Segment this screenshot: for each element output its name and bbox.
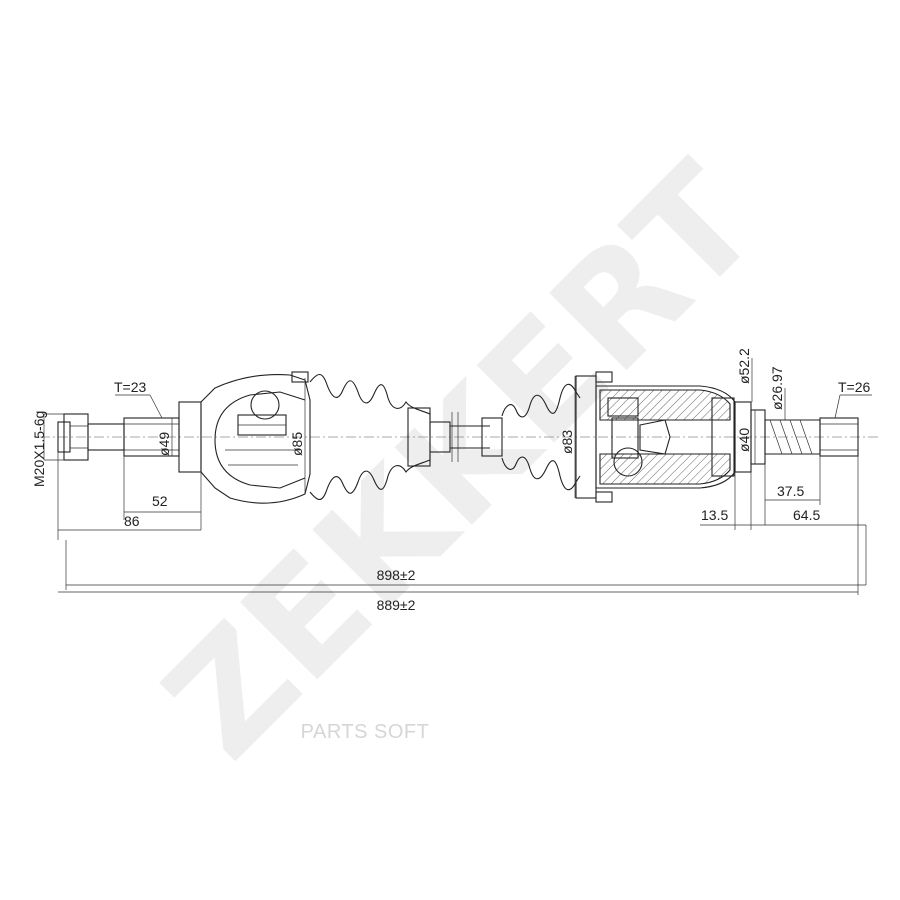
- overall-889-label: 889±2: [377, 597, 416, 613]
- spline-left-label: T=23: [114, 379, 147, 395]
- len-13-5-label: 13.5: [701, 507, 728, 523]
- dia-joint-right-label: ø83: [559, 430, 575, 454]
- len-86-label: 86: [124, 513, 140, 529]
- thread-label: M20X1.5-6g: [31, 411, 47, 487]
- dia-stub-left-label: ø49: [156, 432, 172, 456]
- overall-dimensions: [58, 525, 867, 595]
- spline-right-label: T=26: [838, 379, 871, 395]
- intermediate-shaft: [429, 412, 490, 462]
- dia-spline-label: ø26.97: [769, 366, 785, 410]
- overall-898-label: 898±2: [377, 567, 416, 583]
- dia-journal-label: ø40: [736, 428, 752, 452]
- outer-cv-joint: [200, 371, 311, 504]
- len-52-label: 52: [152, 493, 168, 509]
- left-dimensions: [43, 378, 306, 540]
- dia-joint-left-label: ø85: [289, 432, 305, 456]
- len-37-5-label: 37.5: [777, 483, 804, 499]
- dia-seal-label: ø52.2: [736, 348, 752, 384]
- len-64-5-label: 64.5: [793, 507, 820, 523]
- right-dimensions: [574, 358, 872, 530]
- inner-boot: [481, 383, 581, 491]
- site-watermark: PARTS SOFT: [301, 721, 430, 743]
